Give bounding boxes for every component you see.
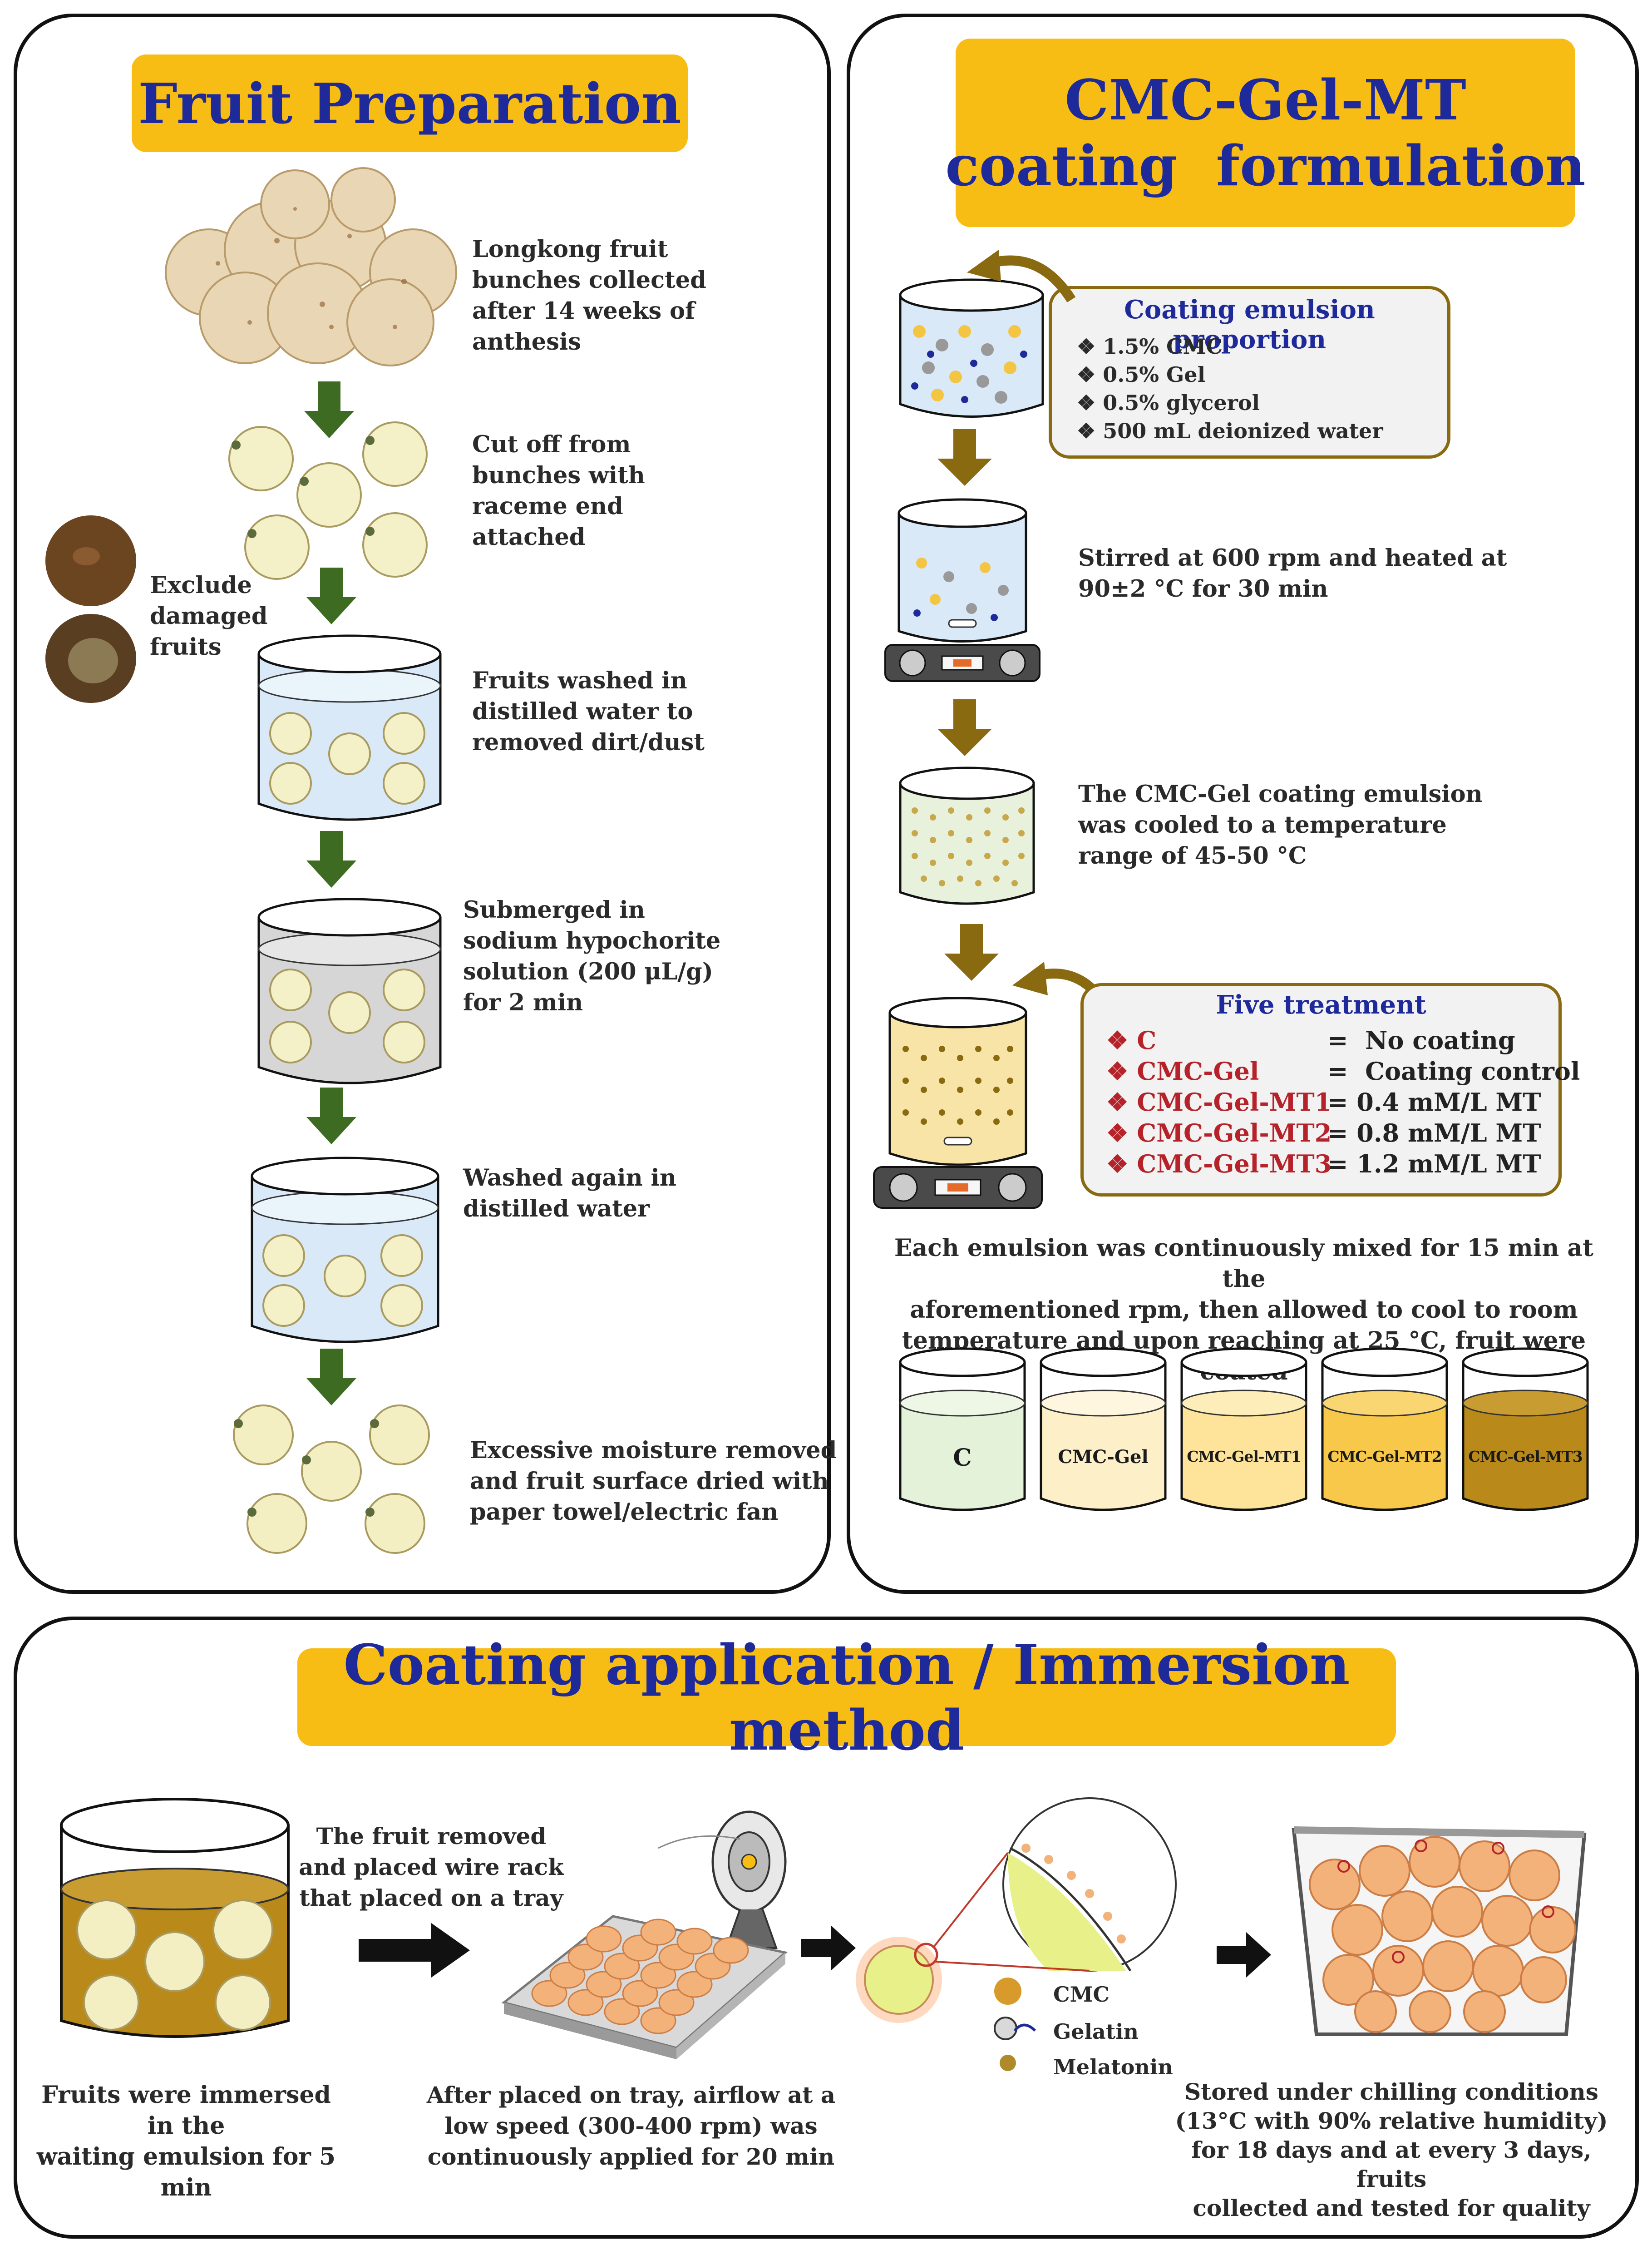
coating-legend: CMC Gelatin Melatonin xyxy=(992,1975,1173,2093)
treatment-name: CMC-Gel-MT2 xyxy=(1137,1118,1332,1147)
proportion-list: ❖ 1.5% CMC ❖ 0.5% Gel ❖ 0.5% glycerol ❖ … xyxy=(1077,332,1383,445)
treatment-box: Five treatment ❖ C= No coating ❖ CMC-Gel… xyxy=(1080,983,1580,1197)
coated-fruit-zoom-image xyxy=(856,1797,1177,2023)
fruit-preparation-title: Fruit Preparation xyxy=(132,54,688,152)
formulation-title: CMC-Gel-MT coating formulation xyxy=(945,39,1586,227)
storage-text: Stored under chilling conditions (13°C w… xyxy=(1175,2078,1608,2221)
beaker-label: CMC-Gel-MT2 xyxy=(1327,1448,1442,1465)
formulation-title-line2: coating formulation xyxy=(945,133,1586,198)
treatment-title: Five treatment xyxy=(1216,990,1426,1020)
formulation-title-line1: CMC-Gel-MT xyxy=(1065,67,1466,133)
green-arrow-4 xyxy=(306,1088,356,1144)
step-rinse-text: Washed again in distilled water xyxy=(463,1164,676,1222)
treatment-desc: = Coating control xyxy=(1327,1057,1580,1086)
cut-fruits-image xyxy=(228,421,428,580)
treatment-desc: = No coating xyxy=(1327,1026,1515,1055)
brown-curved-arrow-1 xyxy=(967,250,1076,302)
black-arrow-1 xyxy=(359,1923,470,1978)
beaker-cmc-gel-mt1 xyxy=(1180,1347,1307,1511)
immerse-text: Fruits were immersed in the waiting emul… xyxy=(36,2081,336,2201)
green-arrow-3 xyxy=(306,831,356,888)
melatonin-legend-icon xyxy=(1000,2055,1016,2071)
proportion-item: ❖ 1.5% CMC xyxy=(1077,334,1223,359)
brown-arrow-1 xyxy=(937,429,992,486)
gelatin-legend-icon xyxy=(994,2017,1036,2040)
stirring-beaker-image xyxy=(884,498,1041,682)
washing-beaker-image xyxy=(257,634,442,821)
treatment-desc: = 1.2 mM/L MT xyxy=(1327,1149,1541,1178)
treatment-beaker-image xyxy=(873,997,1043,1209)
treatment-beakers: C CMC-Gel CMC-Gel-MT1 CMC-Gel-MT2 CMC-Ge… xyxy=(897,1344,1596,1526)
cooled-beaker-image xyxy=(899,766,1035,905)
beaker-cmc-gel-mt3 xyxy=(1462,1347,1589,1511)
brown-arrow-2 xyxy=(937,699,992,756)
beaker-cmc-gel xyxy=(1040,1347,1167,1511)
application-title: Coating application / Immersion method xyxy=(297,1632,1396,1763)
dried-fruits-image xyxy=(233,1404,430,1554)
proportion-box: Coating emulsion proportion ❖ 1.5% CMC ❖… xyxy=(1049,286,1450,459)
treatment-row: ❖ CMC-Gel-MT3= 1.2 mM/L MT xyxy=(1106,1149,1541,1178)
airflow-text: After placed on tray, airflow at a low s… xyxy=(426,2082,836,2170)
damaged-fruits-image xyxy=(45,515,136,703)
treatment-row: ❖ CMC-Gel= Coating control xyxy=(1106,1057,1580,1086)
legend-label: CMC xyxy=(1053,1982,1110,2007)
treatment-name: CMC-Gel xyxy=(1137,1057,1259,1086)
beaker-c xyxy=(899,1347,1026,1511)
proportion-title: Coating emulsion proportion xyxy=(1124,295,1375,355)
brown-arrow-3 xyxy=(944,924,999,981)
treatment-row: ❖ CMC-Gel-MT2= 0.8 mM/L MT xyxy=(1106,1118,1541,1147)
tray-fan-image xyxy=(501,1810,788,2059)
treatment-name: CMC-Gel-MT3 xyxy=(1137,1149,1332,1178)
step-dry-text: Excessive moisture removed and fruit sur… xyxy=(470,1437,837,1526)
beaker-label: CMC-Gel xyxy=(1058,1446,1149,1468)
rack-text: The fruit removed and placed wire rack t… xyxy=(299,1823,564,1911)
cmc-legend-icon xyxy=(994,1978,1021,2005)
cool-text: The CMC-Gel coating emulsion was cooled … xyxy=(1078,781,1483,870)
beaker-label: C xyxy=(953,1444,972,1472)
hypochlorite-beaker-image xyxy=(257,898,442,1084)
proportion-item-text: 1.5% CMC xyxy=(1103,334,1223,359)
exclude-damaged-text: Exclude damaged fruits xyxy=(150,572,268,661)
storage-container-image xyxy=(1292,1826,1587,2036)
legend-label: Melatonin xyxy=(1053,2055,1173,2079)
treatment-row: ❖ CMC-Gel-MT1= 0.4 mM/L MT xyxy=(1106,1088,1541,1117)
treatment-desc: = 0.8 mM/L MT xyxy=(1327,1118,1541,1147)
treatment-name: C xyxy=(1137,1026,1157,1055)
black-arrow-3 xyxy=(1217,1932,1271,1978)
beaker-label: CMC-Gel-MT3 xyxy=(1468,1448,1583,1465)
green-arrow-2 xyxy=(306,568,356,624)
step-collect-text: Longkong fruit bunches collected after 1… xyxy=(472,236,706,356)
treatment-desc: = 0.4 mM/L MT xyxy=(1327,1088,1541,1117)
immersion-beaker-image xyxy=(60,1798,290,2038)
proportion-item: ❖ 500 mL deionized water xyxy=(1077,419,1383,443)
green-arrow-5 xyxy=(306,1349,356,1405)
proportion-item: ❖ 0.5% glycerol xyxy=(1077,391,1260,415)
beaker-label: CMC-Gel-MT1 xyxy=(1187,1448,1301,1465)
longkong-bunch-image xyxy=(165,167,457,366)
green-arrow-1 xyxy=(304,381,354,438)
application-title-text: Coating application / Immersion method xyxy=(343,1632,1350,1763)
fruit-preparation-title-text: Fruit Preparation xyxy=(138,70,681,136)
proportion-item: ❖ 0.5% Gel xyxy=(1077,362,1206,387)
treatment-row: ❖ C= No coating xyxy=(1106,1026,1515,1055)
step-cut-text: Cut off from bunches with raceme end att… xyxy=(472,431,645,551)
proportion-item-text: 500 mL deionized water xyxy=(1103,419,1383,443)
emulsion-beaker-image xyxy=(899,278,1044,418)
legend-label: Gelatin xyxy=(1053,2019,1139,2044)
proportion-item-text: 0.5% glycerol xyxy=(1103,391,1260,415)
step-wash-text: Fruits washed in distilled water to remo… xyxy=(472,667,705,756)
black-arrow-2 xyxy=(801,1925,856,1971)
treatment-list: ❖ C= No coating ❖ CMC-Gel= Coating contr… xyxy=(1106,1025,1580,1179)
treatment-name: CMC-Gel-MT1 xyxy=(1137,1088,1332,1117)
rinse-beaker-image xyxy=(251,1157,439,1343)
beaker-cmc-gel-mt2 xyxy=(1321,1347,1448,1511)
stir-text: Stirred at 600 rpm and heated at 90±2 °C… xyxy=(1078,544,1507,603)
proportion-item-text: 0.5% Gel xyxy=(1103,362,1206,387)
step-hypochlorite-text: Submerged in sodium hypochorite solution… xyxy=(463,896,721,1016)
